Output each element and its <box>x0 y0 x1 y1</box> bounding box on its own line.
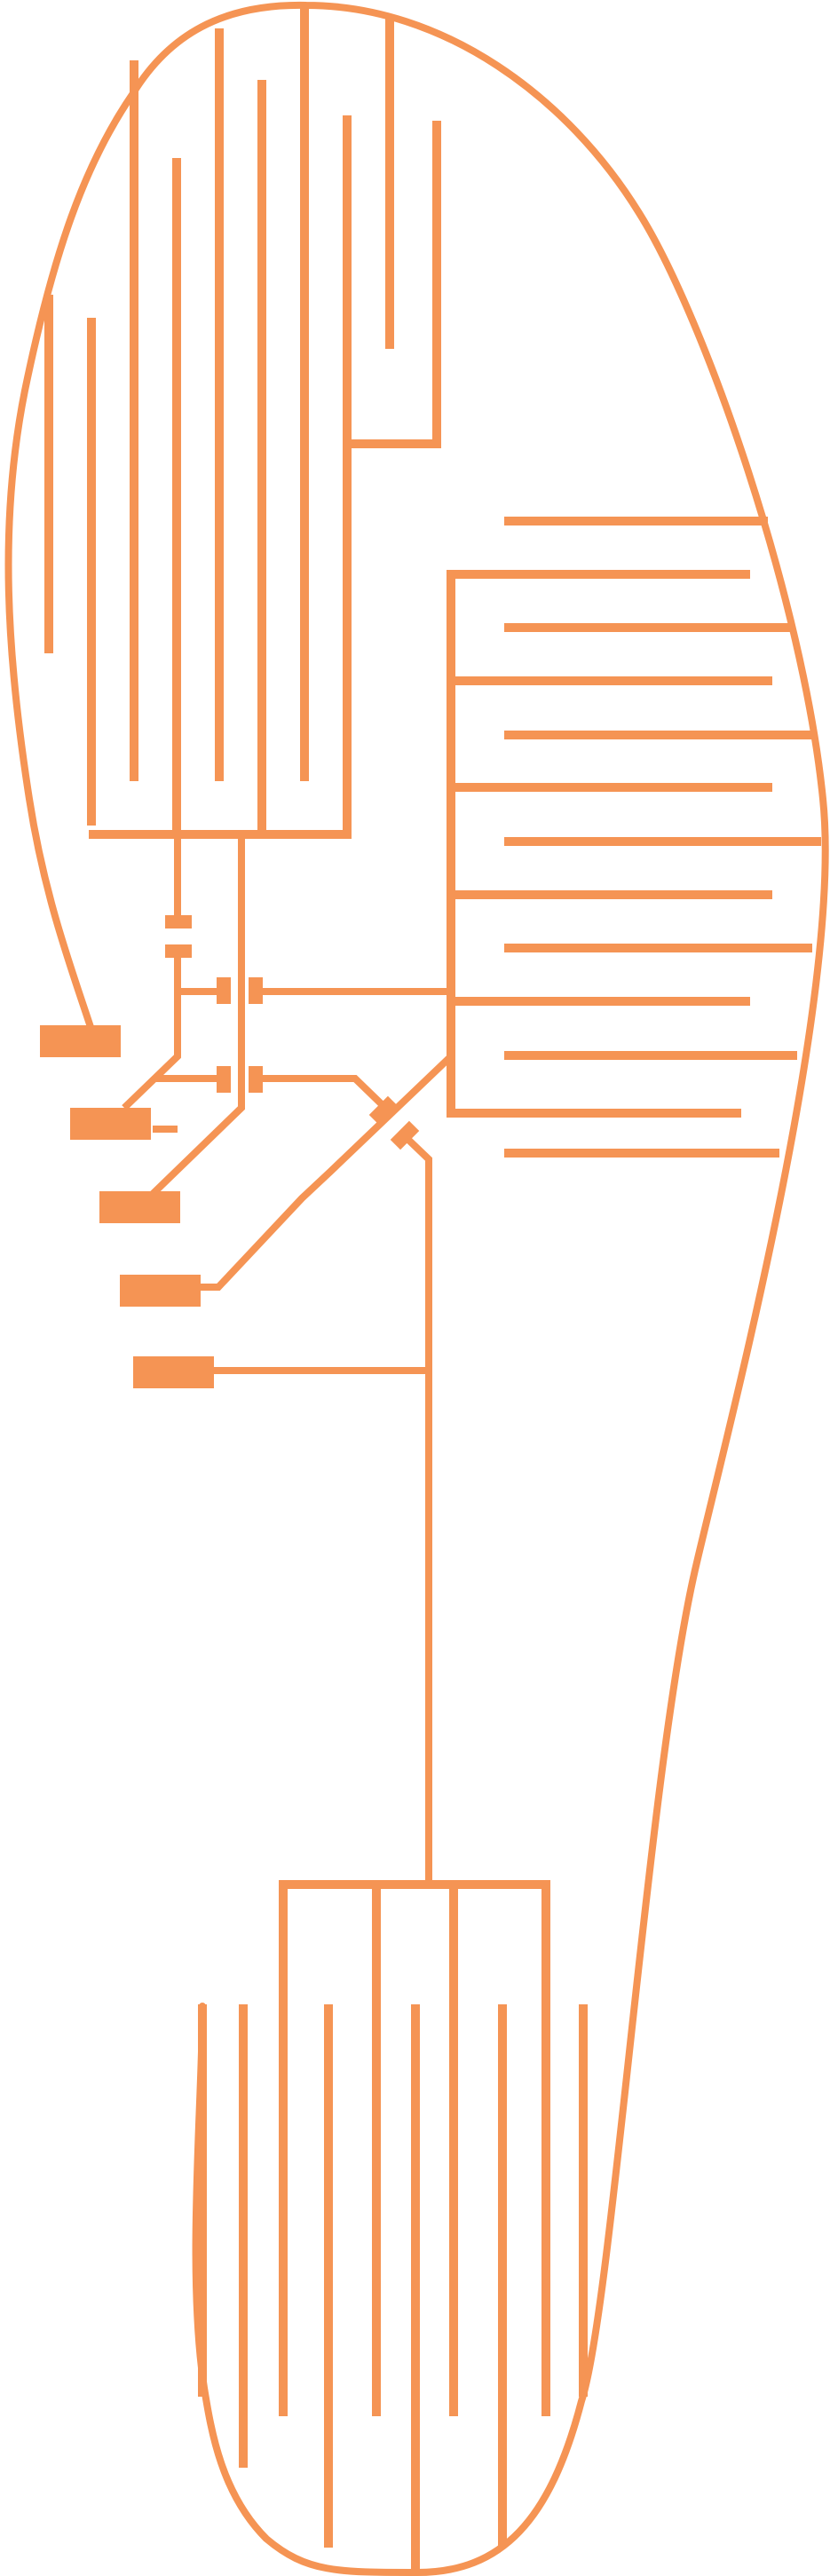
routing-traces <box>122 834 454 1880</box>
heel-electrode-array <box>198 1880 588 2572</box>
component-parts <box>165 915 420 1150</box>
connector-pad-1 <box>40 1025 121 1057</box>
toe-electrode-array <box>44 7 441 839</box>
connector-pads <box>40 1025 214 1388</box>
route-heel-trunk <box>213 1135 432 1880</box>
part-resistor-1 <box>165 915 192 928</box>
connector-pad-4 <box>120 1275 201 1307</box>
route-toe-mid <box>150 834 245 1197</box>
route-midfoot-diagonal <box>197 1054 454 1291</box>
connector-pad-5 <box>133 1356 214 1388</box>
route-toe-left <box>122 834 181 1110</box>
insole-outline <box>4 1 829 2576</box>
part-joint-3 <box>217 1066 231 1093</box>
part-diode-2 <box>390 1120 420 1150</box>
connector-pad-3 <box>99 1191 180 1223</box>
connector-pad-2 <box>70 1108 151 1140</box>
part-joint-1 <box>217 977 231 1004</box>
part-resistor-2 <box>165 944 192 958</box>
part-joint-2 <box>249 977 263 1004</box>
midfoot-comb-left <box>447 570 772 1118</box>
toe-electrode-10 <box>347 121 441 448</box>
midfoot-electrode-array <box>447 517 821 1158</box>
part-diode-1 <box>368 1095 399 1126</box>
part-joint-4 <box>249 1066 263 1093</box>
